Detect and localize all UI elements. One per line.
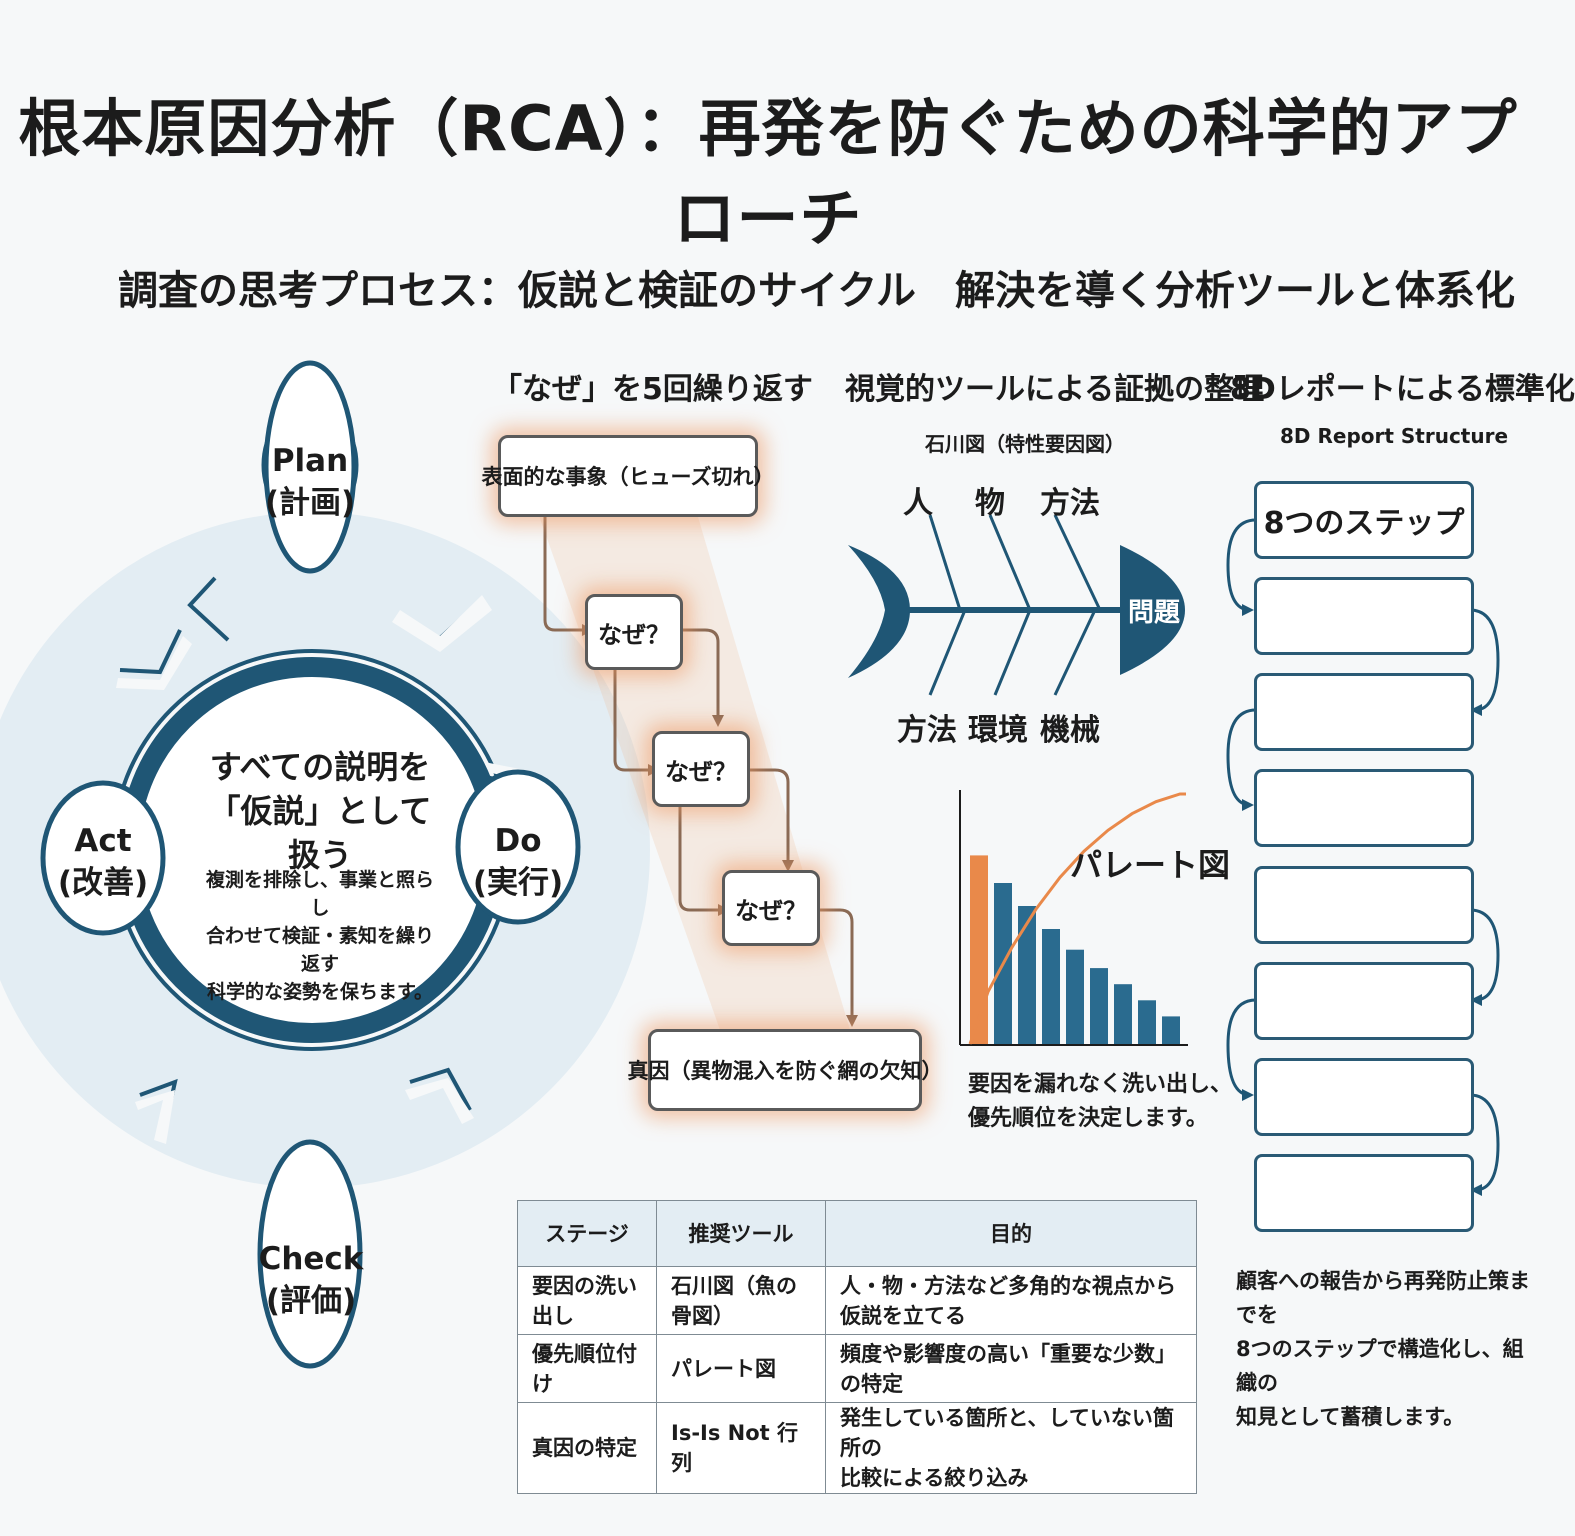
root-cause-box: 真因（異物混入を防ぐ網の欠知） bbox=[628, 1029, 943, 1111]
arrow-separator bbox=[409, 1067, 472, 1111]
pareto-cumulative-line bbox=[968, 792, 1186, 1045]
fish-tail bbox=[848, 545, 910, 678]
eight-d-step-box bbox=[1254, 866, 1474, 944]
pareto-bar bbox=[1042, 929, 1060, 1044]
do-label: Do(実行) bbox=[472, 823, 564, 901]
pareto-chart bbox=[959, 790, 1188, 1046]
pareto-bar bbox=[1018, 906, 1036, 1044]
fish-bone bbox=[993, 609, 1032, 696]
table-cell: Is-Is Not 行列 bbox=[656, 1402, 826, 1494]
pareto-bar bbox=[1066, 949, 1084, 1044]
check-node-shape bbox=[257, 1139, 363, 1369]
table-cell: 発生している箇所と、していない箇所の 比較による絞り込み bbox=[825, 1402, 1197, 1494]
eight-d-heading: 8Dレポートによる標準化 bbox=[1230, 372, 1575, 407]
fishbone-top-label: 方法 bbox=[1040, 486, 1100, 521]
surface-event-box: 表面的な事象（ヒューズ切れ） bbox=[482, 435, 774, 517]
eight-d-connectors bbox=[1226, 518, 1500, 1196]
table-row: 優先順位付け パレート図 頻度や影響度の高い「重要な少数」の特定 bbox=[517, 1334, 1197, 1403]
table-header: 目的 bbox=[825, 1200, 1197, 1267]
arrow-separator bbox=[119, 629, 182, 675]
table-cell: 石川図（魚の骨図） bbox=[656, 1266, 826, 1335]
why-box-1: なぜ？ bbox=[585, 594, 683, 670]
table-cell: パレート図 bbox=[656, 1334, 826, 1403]
do-node bbox=[455, 769, 581, 925]
table-cell: 人・物・方法など多角的な視点から仮説を立てる bbox=[825, 1266, 1197, 1335]
fishbone-bottom-label: 環境 bbox=[968, 713, 1028, 748]
pdca-cycle-diagram bbox=[0, 402, 650, 1188]
table-row: 要因の洗い出し 石川図（魚の骨図） 人・物・方法など多角的な視点から仮説を立てる bbox=[517, 1266, 1197, 1335]
fishbone-title: 石川図（特性要因図） bbox=[925, 432, 1125, 456]
table-cell: 要因の洗い出し bbox=[517, 1266, 657, 1335]
arrow-separator bbox=[187, 576, 230, 642]
eight-d-subheading: 8D Report Structure bbox=[1280, 424, 1509, 448]
right-section-heading: 解決を導く分析ツールと体系化 bbox=[955, 268, 1515, 314]
fish-bone bbox=[928, 609, 967, 696]
pareto-bar bbox=[970, 855, 988, 1044]
pareto-bar bbox=[1090, 968, 1108, 1044]
table-header-row: ステージ 推奨ツール 目的 bbox=[517, 1200, 1197, 1267]
table-cell: 優先順位付け bbox=[517, 1334, 657, 1403]
fishbone-bottom-label: 機械 bbox=[1040, 713, 1100, 748]
fish-head bbox=[1120, 545, 1185, 675]
table-cell: 頻度や影響度の高い「重要な少数」の特定 bbox=[825, 1334, 1197, 1403]
fish-bone bbox=[928, 514, 962, 611]
check-label: Check(評価) bbox=[258, 1241, 364, 1319]
eight-d-step-box bbox=[1254, 962, 1474, 1040]
fishbone-bottom-label: 方法 bbox=[897, 713, 957, 748]
fish-bone bbox=[988, 514, 1032, 611]
why-box-3: なぜ？ bbox=[722, 870, 820, 946]
page-title: 根本原因分析（RCA）：再発を防ぐための科学的アプローチ bbox=[18, 92, 1518, 255]
why-box-2: なぜ？ bbox=[652, 731, 750, 807]
eight-d-step-box bbox=[1254, 1058, 1474, 1136]
fish-bone bbox=[1053, 514, 1102, 611]
center-main-text: すべての説明を 「仮説」として扱う bbox=[208, 748, 432, 874]
pareto-bar bbox=[1114, 984, 1132, 1044]
plan-label: Plan(計画) bbox=[264, 443, 356, 521]
act-node bbox=[40, 780, 166, 936]
left-section-heading: 調査の思考プロセス：仮説と検証のサイクル bbox=[118, 268, 916, 314]
eight-d-step-box bbox=[1254, 1154, 1474, 1232]
eight-d-step-box: 8つのステップ bbox=[1254, 481, 1474, 559]
eight-d-step-box bbox=[1254, 769, 1474, 847]
table-header: 推奨ツール bbox=[656, 1200, 826, 1267]
five-whys-heading: 「なぜ」を5回繰り返す bbox=[492, 372, 813, 407]
pareto-title: パレート図 bbox=[1070, 846, 1231, 884]
eight-d-step-box bbox=[1254, 577, 1474, 655]
act-label: Act(改善) bbox=[57, 823, 149, 901]
fishbone-diagram bbox=[848, 514, 1185, 696]
pareto-bar bbox=[1138, 1000, 1156, 1044]
plan-node-shape bbox=[263, 360, 357, 574]
table-row: 真因の特定 Is-Is Not 行列 発生している箇所と、していない箇所の 比較… bbox=[517, 1402, 1197, 1494]
rca-tools-table: ステージ 推奨ツール 目的 要因の洗い出し 石川図（魚の骨図） 人・物・方法など… bbox=[517, 1200, 1197, 1494]
visual-tools-heading: 視覚的ツールによる証拠の整理 bbox=[845, 372, 1265, 407]
eight-d-step-box bbox=[1254, 673, 1474, 751]
fishbone-top-label: 人 bbox=[903, 486, 933, 521]
eight-d-description: 顧客への報告から再発防止策までを 8つのステップで構造化し、組織の 知見として蓄… bbox=[1236, 1269, 1530, 1429]
pareto-bar bbox=[1162, 1016, 1180, 1044]
table-header: ステージ bbox=[517, 1200, 657, 1267]
table-cell: 真因の特定 bbox=[517, 1402, 657, 1494]
fish-bone bbox=[1053, 609, 1097, 696]
center-description: 複測を排除し、事業と照らし 合わせて検証・素知を繰り返す 科学的な姿勢を保ちます… bbox=[205, 869, 434, 1003]
fishbone-top-label: 物 bbox=[975, 486, 1005, 521]
pareto-description: 要因を漏れなく洗い出し、 優先順位を決定します。 bbox=[968, 1072, 1233, 1131]
fishbone-problem-label: 問題 bbox=[1128, 598, 1181, 628]
